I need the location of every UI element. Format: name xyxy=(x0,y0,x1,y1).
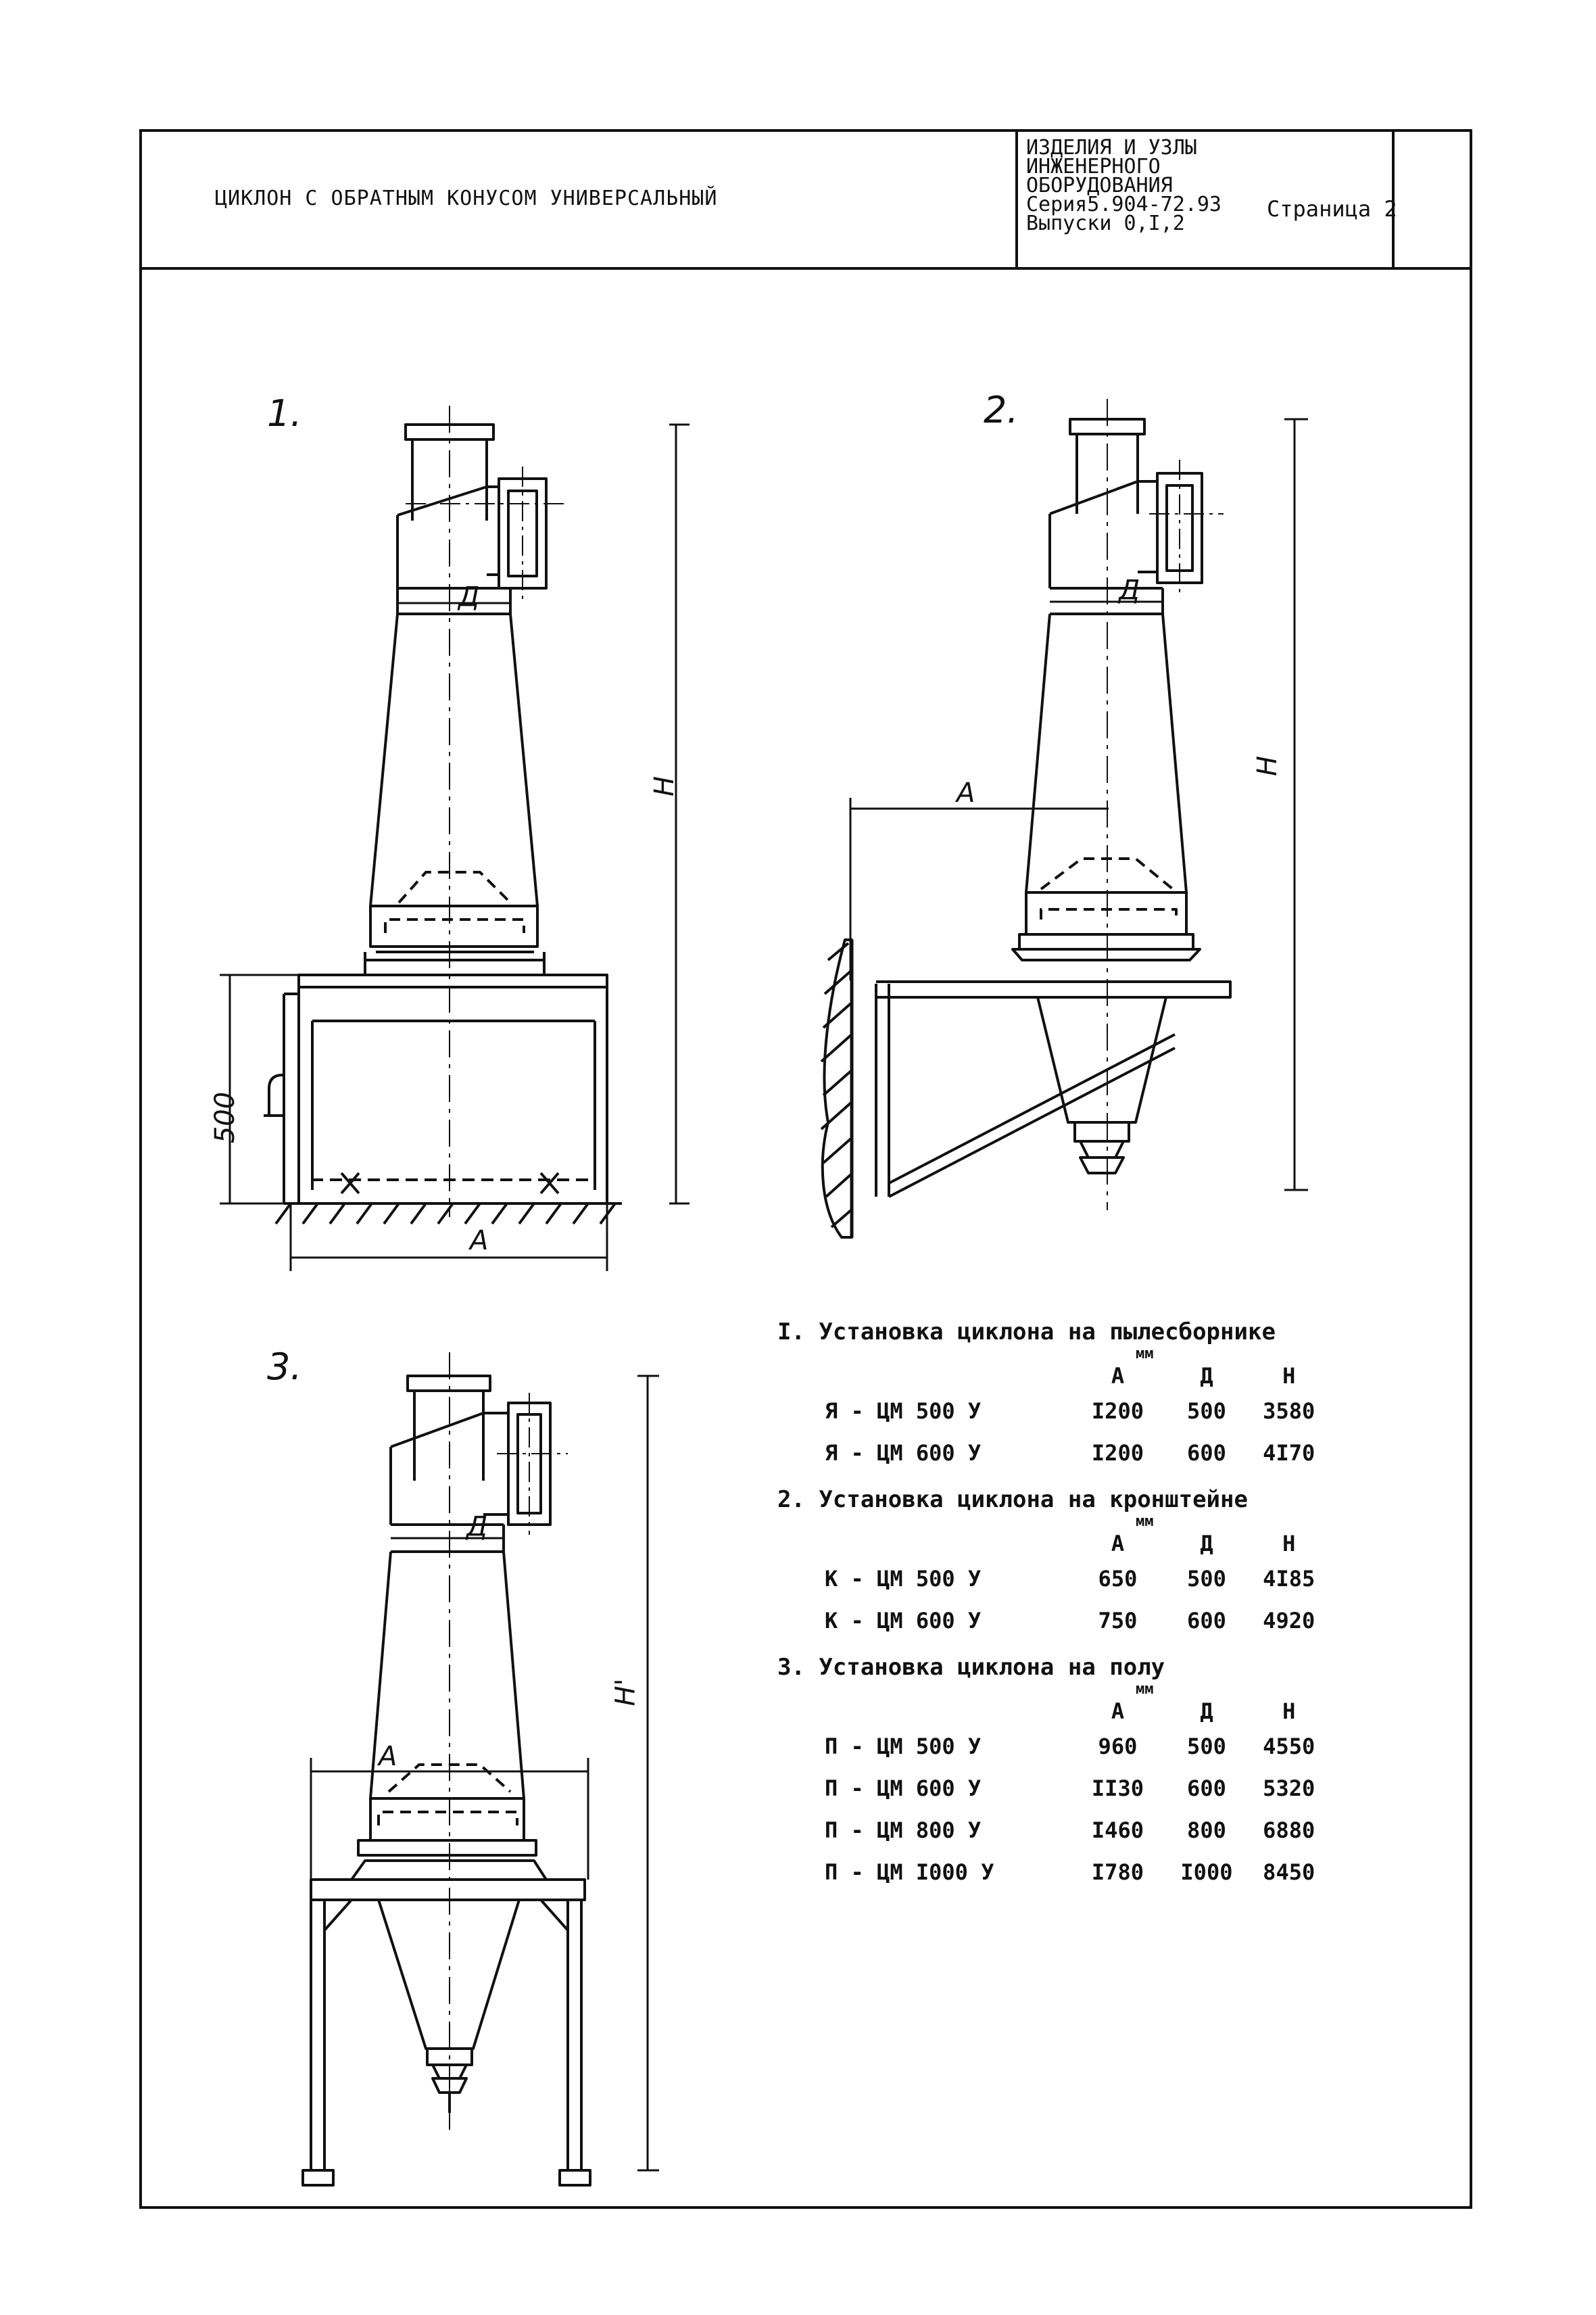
row-d: 600 xyxy=(1187,1608,1226,1633)
title-block: ЦИКЛОН С ОБРАТНЫМ КОНУСОМ УНИВЕРСАЛЬНЫЙ … xyxy=(139,129,1472,270)
drawing-title: ЦИКЛОН С ОБРАТНЫМ КОНУСОМ УНИВЕРСАЛЬНЫЙ xyxy=(215,186,718,210)
row-a: 750 xyxy=(1098,1608,1138,1633)
table-section-3: 3. Установка циклона на полу мм А Д Н П … xyxy=(777,1654,1332,1893)
figure-3-number: 3. xyxy=(267,1345,302,1388)
series-line: ОБОРУДОВАНИЯ xyxy=(1026,174,1173,197)
row-a: I200 xyxy=(1091,1398,1144,1424)
fig1-dim-h: Н xyxy=(649,775,681,797)
table-header-row: А Д Н xyxy=(777,1697,1332,1725)
table-header-row: А Д Н xyxy=(777,1529,1332,1558)
table-unit: мм xyxy=(1136,1681,1154,1698)
row-a: 650 xyxy=(1098,1566,1138,1592)
figure-3-drawing xyxy=(301,1352,659,2187)
row-model: П - ЦМ 500 У xyxy=(825,1734,982,1759)
table-title: 3. Установка циклона на полу xyxy=(777,1654,1165,1681)
row-d: 600 xyxy=(1187,1775,1226,1801)
fig3-dim-h: Н' xyxy=(610,1678,642,1707)
col-header-h: Н xyxy=(1282,1531,1296,1556)
row-h: 3580 xyxy=(1263,1398,1315,1424)
fig2-dim-h: Н xyxy=(1252,755,1284,777)
col-header-d: Д xyxy=(1200,1363,1213,1389)
row-d: 800 xyxy=(1187,1817,1226,1843)
col-header-h: Н xyxy=(1282,1698,1296,1724)
table-row: П - ЦМ 800 У I460 800 6880 xyxy=(777,1809,1332,1851)
table-section-2: 2. Установка циклона на кронштейне мм А … xyxy=(777,1486,1332,1642)
series-line: Выпуски 0,I,2 xyxy=(1026,212,1185,235)
series-line: ИНЖЕНЕРНОГО xyxy=(1026,155,1161,178)
col-header-a: А xyxy=(1111,1698,1125,1724)
dimension-tables: I. Установка циклона на пылесборнике мм … xyxy=(777,1318,1332,1905)
fig2-dim-a: А xyxy=(957,778,975,809)
table-row: К - ЦМ 500 У 650 500 4I85 xyxy=(777,1558,1332,1600)
row-d: 500 xyxy=(1187,1734,1226,1759)
row-model: К - ЦМ 500 У xyxy=(825,1566,982,1592)
row-h: 8450 xyxy=(1263,1859,1315,1885)
table-row: Я - ЦМ 600 У I200 600 4I70 xyxy=(777,1432,1332,1474)
table-row: К - ЦМ 600 У 750 600 4920 xyxy=(777,1600,1332,1642)
row-a: II30 xyxy=(1091,1775,1144,1801)
row-model: К - ЦМ 600 У xyxy=(825,1608,982,1633)
table-section-1: I. Установка циклона на пылесборнике мм … xyxy=(777,1318,1332,1474)
table-title: 2. Установка циклона на кронштейне xyxy=(777,1486,1248,1513)
fig1-dim-a: А xyxy=(470,1225,489,1256)
table-row: П - ЦМ 600 У II30 600 5320 xyxy=(777,1767,1332,1809)
row-model: П - ЦМ 800 У xyxy=(825,1817,982,1843)
table-unit: мм xyxy=(1136,1513,1154,1530)
series-block: ИЗДЕЛИЯ И УЗЛЫ ИНЖЕНЕРНОГО ОБОРУДОВАНИЯ … xyxy=(1015,129,1395,267)
row-model: Я - ЦМ 600 У xyxy=(825,1440,982,1466)
figure-1-drawing xyxy=(220,406,690,1271)
row-h: 4550 xyxy=(1263,1734,1315,1759)
row-a: 960 xyxy=(1098,1734,1138,1759)
row-h: 4I70 xyxy=(1263,1440,1315,1466)
fig1-dim-500: 500 xyxy=(210,1091,241,1144)
fig1-dim-d: Д xyxy=(458,581,480,613)
table-header-row: А Д Н xyxy=(777,1362,1332,1390)
row-model: Я - ЦМ 500 У xyxy=(825,1398,982,1424)
row-h: 6880 xyxy=(1263,1817,1315,1843)
col-header-a: А xyxy=(1111,1363,1125,1389)
row-h: 4I85 xyxy=(1263,1566,1315,1592)
row-d: I000 xyxy=(1180,1859,1233,1885)
page-number: Страница 2 xyxy=(1267,196,1397,222)
row-h: 4920 xyxy=(1263,1608,1315,1633)
figure-2-drawing xyxy=(820,399,1308,1239)
row-a: I460 xyxy=(1091,1817,1144,1843)
figure-2-number: 2. xyxy=(984,389,1019,431)
row-h: 5320 xyxy=(1263,1775,1315,1801)
table-row: П - ЦМ I000 У I780 I000 8450 xyxy=(777,1851,1332,1893)
col-header-h: Н xyxy=(1282,1363,1296,1389)
row-model: П - ЦМ 600 У xyxy=(825,1775,982,1801)
series-line: ИЗДЕЛИЯ И УЗЛЫ xyxy=(1026,136,1197,160)
col-header-d: Д xyxy=(1200,1531,1213,1556)
fig3-dim-d: Д xyxy=(466,1511,488,1542)
table-title: I. Установка циклона на пылесборнике xyxy=(777,1318,1276,1345)
col-header-d: Д xyxy=(1200,1698,1213,1724)
row-a: I200 xyxy=(1091,1440,1144,1466)
drawing-frame xyxy=(139,129,1472,2209)
row-d: 600 xyxy=(1187,1440,1226,1466)
row-d: 500 xyxy=(1187,1398,1226,1424)
table-row: П - ЦМ 500 У 960 500 4550 xyxy=(777,1725,1332,1767)
table-row: Я - ЦМ 500 У I200 500 3580 xyxy=(777,1390,1332,1432)
figure-1-number: 1. xyxy=(267,392,302,435)
col-header-a: А xyxy=(1111,1531,1125,1556)
row-d: 500 xyxy=(1187,1566,1226,1592)
row-model: П - ЦМ I000 У xyxy=(825,1859,994,1885)
fig2-dim-d: Д xyxy=(1119,575,1140,606)
series-line: Серия5.904-72.93 xyxy=(1026,193,1222,216)
table-unit: мм xyxy=(1136,1345,1154,1362)
row-a: I780 xyxy=(1091,1859,1144,1885)
fig3-dim-a: А xyxy=(379,1741,397,1772)
